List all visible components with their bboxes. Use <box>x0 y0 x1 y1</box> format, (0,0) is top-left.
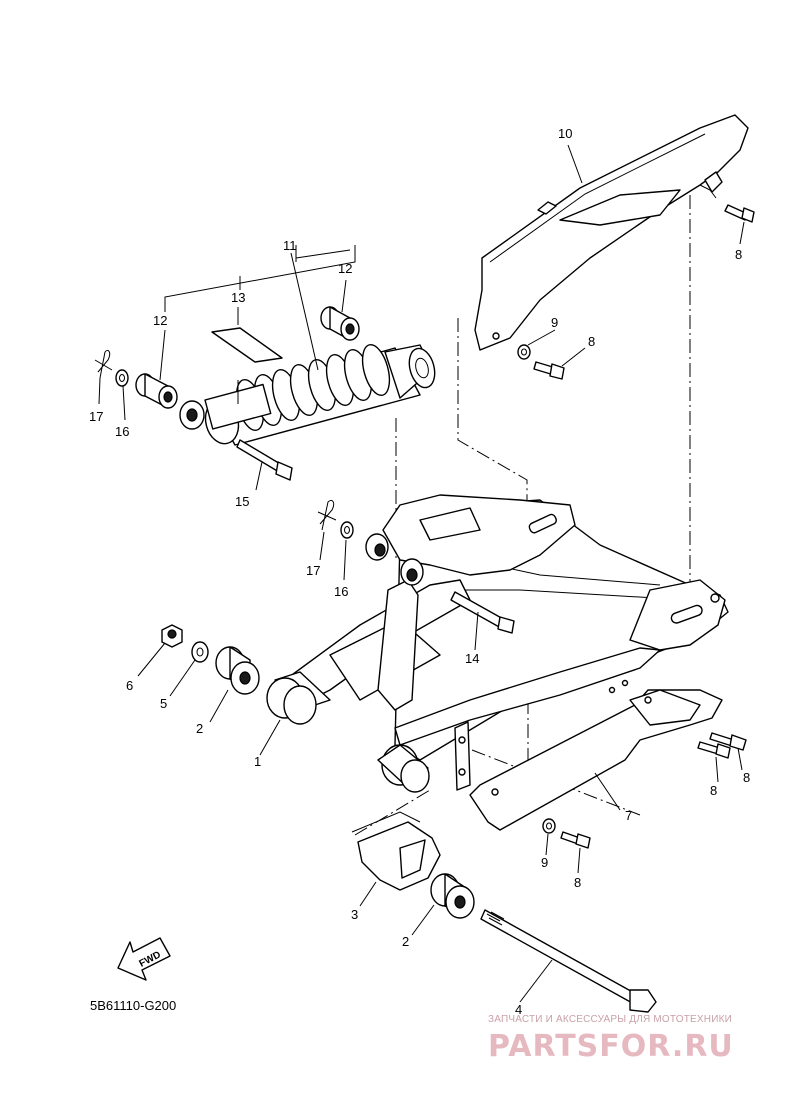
callout-9-guard: 9 <box>551 315 558 330</box>
chain-guard <box>474 114 749 351</box>
pivot-bushing-front <box>266 677 317 725</box>
cotter-pin-lower <box>317 499 337 531</box>
callout-5: 5 <box>160 696 167 711</box>
callout-12-lower: 12 <box>153 313 167 328</box>
pivot-shaft <box>480 909 657 1013</box>
bolt-guard-top <box>724 204 755 223</box>
washer-guard <box>517 344 531 360</box>
callout-16-upper: 16 <box>115 424 129 439</box>
callout-3: 3 <box>351 907 358 922</box>
relay-bolt <box>450 591 515 634</box>
shock-collar-lower <box>135 373 205 430</box>
shock-collar-upper <box>320 306 360 341</box>
pivot-washer <box>191 641 209 663</box>
callout-8-guard-lower: 8 <box>588 334 595 349</box>
callout-6: 6 <box>126 678 133 693</box>
fwd-direction-arrow: FWD <box>117 937 171 981</box>
callout-8-guard-top: 8 <box>735 247 742 262</box>
rear-shock-absorber <box>204 343 436 446</box>
callout-8-relay-lower: 8 <box>710 783 717 798</box>
pivot-nut <box>161 624 183 648</box>
callout-14: 14 <box>465 651 479 666</box>
cotter-pin-upper <box>94 349 113 379</box>
callout-15: 15 <box>235 494 249 509</box>
callout-10: 10 <box>558 126 572 141</box>
callout-1: 1 <box>254 754 261 769</box>
callout-4: 4 <box>515 1002 522 1017</box>
bolt-relay-arm <box>560 831 591 849</box>
callout-2-lower: 2 <box>402 934 409 949</box>
bolt-relay-lower <box>697 741 731 759</box>
pivot-collar-lower <box>430 873 475 919</box>
diagram-code: 5B61110-G200 <box>90 998 176 1013</box>
watermark-brand: PARTSFOR.RU <box>488 1029 734 1064</box>
leader-lines <box>98 144 745 1003</box>
bolt-guard-lower <box>533 361 565 380</box>
callout-8-relay-upper: 8 <box>743 770 750 785</box>
bolt-relay-upper <box>709 732 747 751</box>
callout-7: 7 <box>625 808 632 823</box>
washer-relay-arm <box>542 818 556 834</box>
watermark: ЗАПЧАСТИ И АКСЕССУАРЫ ДЛЯ МОТОТЕХНИКИ PA… <box>488 1014 734 1064</box>
caution-label-sticker <box>211 327 283 363</box>
callout-17-lower: 17 <box>306 563 320 578</box>
swingarm <box>274 494 729 793</box>
shock-bolt <box>236 439 293 481</box>
shock-spring-coils <box>235 343 391 432</box>
callout-16-lower: 16 <box>334 584 348 599</box>
callout-12-upper: 12 <box>338 261 352 276</box>
callout-labels: 1 2 2 3 4 5 6 7 8 8 8 8 8 9 9 10 11 12 1… <box>89 126 750 1017</box>
callout-17-upper: 17 <box>89 409 103 424</box>
callout-8-relay-arm: 8 <box>574 875 581 890</box>
callout-2-upper: 2 <box>196 721 203 736</box>
callout-13: 13 <box>231 290 245 305</box>
relay-arm <box>469 689 723 831</box>
callout-11: 11 <box>283 238 297 253</box>
chain-slider <box>351 811 441 891</box>
plain-washer-upper <box>115 369 129 387</box>
plain-washer-lower <box>340 521 354 539</box>
callout-9-relay-arm: 9 <box>541 855 548 870</box>
watermark-tagline: ЗАПЧАСТИ И АКСЕССУАРЫ ДЛЯ МОТОТЕХНИКИ <box>488 1014 732 1025</box>
pivot-collar-upper <box>215 646 260 695</box>
